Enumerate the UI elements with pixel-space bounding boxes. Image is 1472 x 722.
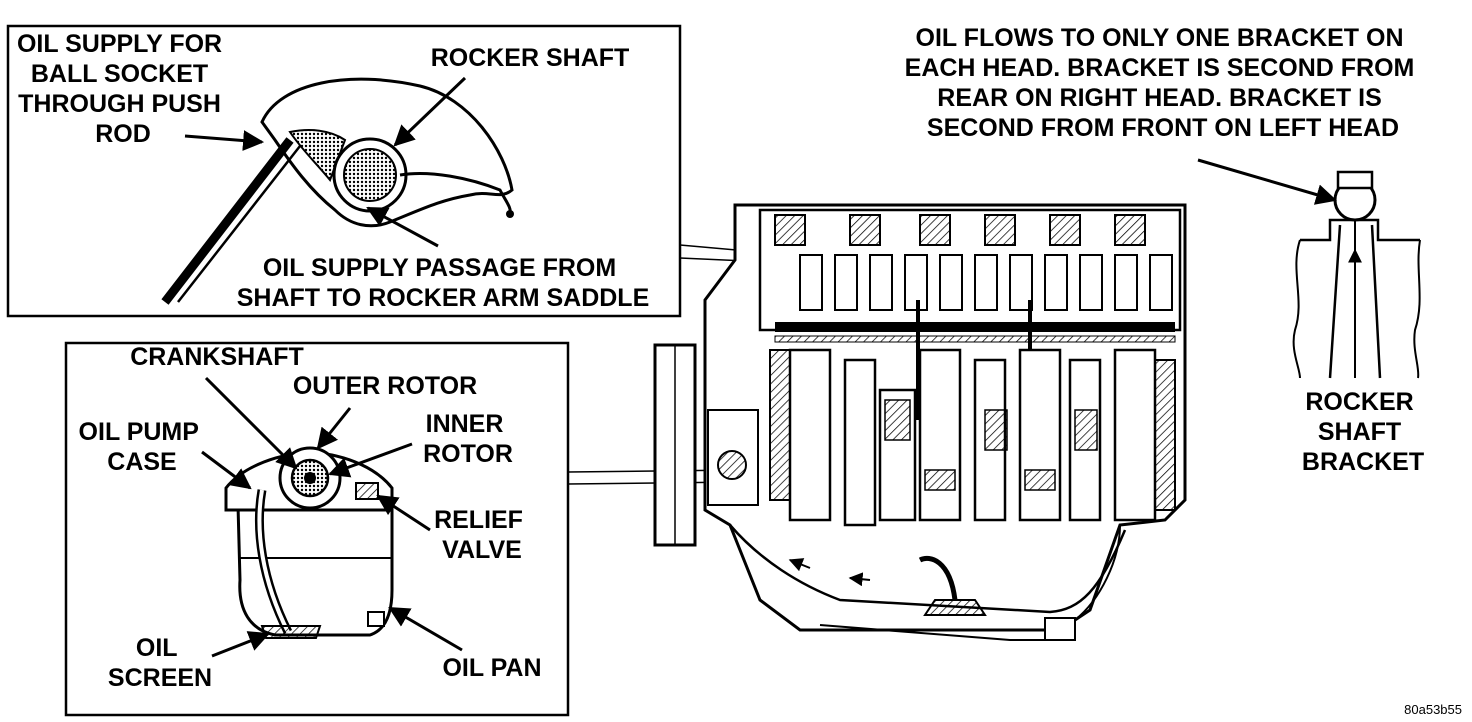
- rocker-inset-frame: [6, 24, 682, 318]
- oil-flow-arrows: [788, 558, 871, 587]
- engine-oil-pickup: [918, 555, 958, 601]
- label-rocker-shaft: ROCKER SHAFT: [431, 44, 630, 72]
- label-relief-valve: RELIEF VALVE: [434, 506, 530, 564]
- arrow-oil-pan: [388, 606, 463, 652]
- label-oil-supply-passage-line1: OIL SUPPLY PASSAGE FROM: [263, 254, 616, 282]
- push-rod: [161, 137, 294, 305]
- arrow-outer-rotor: [316, 407, 352, 450]
- label-rocker-shaft-bracket: ROCKER SHAFT BRACKET: [1302, 388, 1424, 476]
- oil-drain-line: [819, 624, 1050, 641]
- label-oil-flows-note-line1: OIL FLOWS TO ONLY ONE BRACKET ON: [916, 24, 1404, 52]
- label-oil-supply-passage: OIL SUPPLY PASSAGE FROM SHAFT TO ROCKER …: [237, 254, 650, 312]
- valve-springs-row: [799, 254, 1173, 311]
- relief-valve-shape: [355, 482, 379, 500]
- label-oil-screen-line2: SCREEN: [108, 664, 212, 692]
- oil-drip: [506, 210, 514, 218]
- engine-cutaway: [653, 203, 1187, 641]
- bracket-right-edge: [1413, 239, 1421, 379]
- label-oil-pan: OIL PAN: [442, 654, 541, 682]
- label-oil-supply-ball-socket: OIL SUPPLY FOR BALL SOCKET THROUGH PUSH …: [17, 30, 229, 148]
- label-inner-rotor-line1: INNER: [426, 410, 504, 438]
- rocker-shaft-bracket-detail: OIL FLOWS TO ONLY ONE BRACKET ON EACH HE…: [905, 24, 1424, 476]
- arrow-inner-rotor: [328, 442, 413, 478]
- label-relief-valve-line1: RELIEF: [434, 506, 523, 534]
- main-oil-gallery: [775, 322, 1175, 332]
- push-rod-outline: [177, 145, 301, 303]
- bracket-left-edge: [1292, 239, 1301, 379]
- cylinder-head: [758, 208, 1182, 332]
- label-oil-screen: OIL SCREEN: [108, 634, 212, 692]
- rocker-arms-row: [774, 214, 1146, 246]
- oil-pressure-sender: [1044, 617, 1076, 641]
- label-oil-screen-line1: OIL: [136, 634, 177, 662]
- label-rocker-shaft-bracket-line2: SHAFT: [1318, 418, 1401, 446]
- oil-pump-inset: CRANKSHAFT OUTER ROTOR INNER ROTOR OIL P…: [64, 341, 570, 717]
- label-inner-rotor: INNER ROTOR: [423, 410, 513, 468]
- oil-pan-extension: [1074, 524, 1121, 621]
- label-crankshaft: CRANKSHAFT: [130, 343, 304, 371]
- figure-code: 80a53b55: [1404, 702, 1462, 717]
- arrow-oil-pump-case: [201, 450, 252, 490]
- label-relief-valve-line2: VALVE: [442, 536, 522, 564]
- crankshaft-hub: [304, 472, 316, 484]
- label-oil-flows-note: OIL FLOWS TO ONLY ONE BRACKET ON EACH HE…: [905, 24, 1422, 142]
- oil-pump-gear: [717, 450, 747, 480]
- label-rocker-shaft-bracket-line3: BRACKET: [1302, 448, 1424, 476]
- engine-oil-screen: [923, 599, 987, 616]
- main-bearing-caps: [769, 349, 1176, 511]
- label-oil-pump-case-line2: CASE: [107, 448, 176, 476]
- arrow-oil-flows-note: [1197, 158, 1338, 205]
- label-oil-flows-note-line2: EACH HEAD. BRACKET IS SECOND FROM: [905, 54, 1415, 82]
- rocker-saddle: [399, 172, 512, 215]
- oil-pan-drain-plug: [367, 611, 385, 627]
- label-inner-rotor-line2: ROTOR: [423, 440, 513, 468]
- oil-screen-shape: [260, 625, 322, 639]
- label-oil-flows-note-line4: SECOND FROM FRONT ON LEFT HEAD: [927, 114, 1399, 142]
- label-oil-supply-ball-socket-line1: OIL SUPPLY FOR: [17, 30, 222, 58]
- label-oil-pump-case-line1: OIL PUMP: [79, 418, 199, 446]
- bracket-body: [1300, 218, 1420, 379]
- label-rocker-shaft-bracket-line1: ROCKER: [1305, 388, 1413, 416]
- label-outer-rotor: OUTER ROTOR: [293, 372, 477, 400]
- label-oil-pump-case: OIL PUMP CASE: [79, 418, 206, 476]
- arrow-supply-passage: [366, 206, 439, 248]
- arrow-ball-socket: [184, 130, 265, 151]
- arrow-rocker-shaft: [393, 76, 467, 147]
- label-oil-supply-ball-socket-line2: BALL SOCKET: [31, 60, 208, 88]
- label-oil-flows-note-line3: REAR ON RIGHT HEAD. BRACKET IS: [937, 84, 1381, 112]
- rocker-arm-inset: OIL SUPPLY FOR BALL SOCKET THROUGH PUSH …: [6, 24, 682, 318]
- oil-pickup-tube-inner: [257, 489, 290, 633]
- bracket-cap: [1336, 170, 1374, 190]
- arrow-oil-screen: [211, 631, 270, 658]
- label-oil-supply-ball-socket-line3: THROUGH PUSH: [18, 90, 221, 118]
- oil-pump-inset-frame: [64, 341, 570, 717]
- arrow-crankshaft: [204, 376, 298, 470]
- main-oil-gallery-2: [774, 335, 1176, 343]
- rocker-shaft-core: [343, 148, 397, 202]
- label-oil-supply-passage-line2: SHAFT TO ROCKER ARM SADDLE: [237, 284, 650, 312]
- label-oil-supply-ball-socket-line4: ROD: [95, 120, 151, 148]
- connecting-rods: [884, 399, 1098, 491]
- arrow-relief-valve: [376, 494, 431, 532]
